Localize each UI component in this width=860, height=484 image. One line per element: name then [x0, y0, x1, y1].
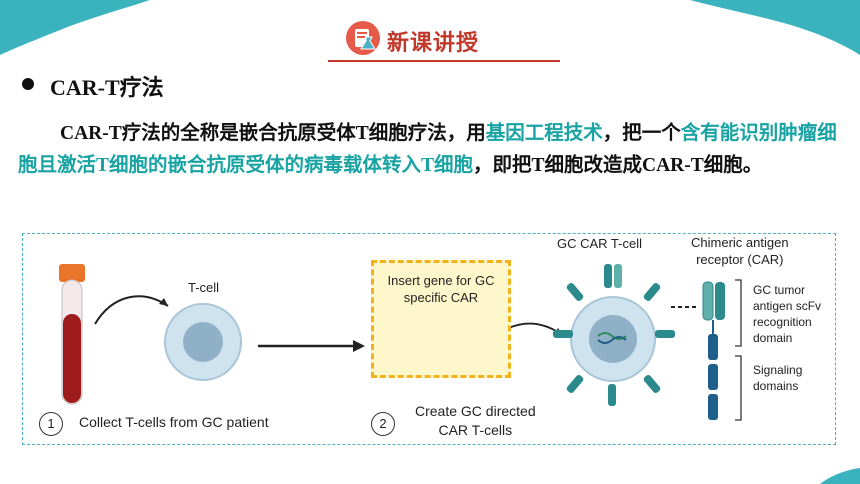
para-highlight-genetic-engineering: 基因工程技术	[485, 123, 603, 144]
signaling-label: Signaling domains	[753, 362, 802, 394]
insert-gene-box	[371, 260, 511, 378]
bottom-right-wave-decoration	[820, 468, 860, 484]
blood-tube-icon	[59, 264, 85, 405]
section-heading: CAR-T疗法	[50, 75, 164, 100]
step-2-text-line2: CAR T-cells	[438, 422, 513, 438]
car-label-line1: Chimeric antigen	[691, 235, 789, 250]
scfv-label-line4: domain	[753, 331, 793, 345]
car-receptor-icon	[702, 281, 725, 420]
para-highlight-viral-vector: 含有能识别肿瘤细胞且激活T细胞的嵌合抗原受体的病毒载体转入T细胞	[18, 123, 837, 176]
header-underline	[328, 60, 560, 62]
para-text-3: ，即把T细胞改造成CAR-T细胞。	[473, 155, 763, 176]
scfv-label: GC tumor antigen scFv recognition domain	[753, 282, 821, 346]
top-left-wave-decoration	[0, 0, 150, 55]
scfv-label-line3: recognition	[753, 315, 812, 329]
t-cell-label: T-cell	[188, 280, 220, 295]
t-cell-icon	[164, 303, 242, 381]
gc-car-t-cell-icon	[553, 264, 675, 406]
insert-gene-label: Insert gene for GC specific CAR	[375, 272, 507, 306]
signaling-label-line1: Signaling	[753, 363, 803, 377]
step-1-number: 1	[39, 412, 63, 436]
para-text-2: ，把一个	[602, 123, 681, 144]
bullet-dot	[22, 78, 34, 90]
step-2-number: 2	[371, 412, 395, 436]
step-1-text: Collect T-cells from GC patient	[79, 414, 269, 430]
top-right-wave-decoration	[690, 0, 860, 55]
description-paragraph: CAR-T疗法的全称是嵌合抗原受体T细胞疗法，用基因工程技术，把一个含有能识别肿…	[18, 118, 838, 182]
para-text-1: CAR-T疗法的全称是嵌合抗原受体T细胞疗法，用	[60, 123, 486, 144]
car-t-process-figure: T-cell Insert gene for GC specific CAR G…	[22, 233, 836, 445]
header-badge: 新课讲授	[345, 20, 479, 61]
figure-artwork	[59, 264, 742, 421]
flask-book-icon	[345, 20, 381, 61]
step-2-text: Create GC directed CAR T-cells	[415, 402, 536, 440]
insert-gene-label-line2: specific CAR	[403, 290, 479, 305]
signaling-label-line2: domains	[753, 379, 799, 393]
insert-gene-label-line1: Insert gene for GC	[387, 273, 495, 288]
scfv-label-line1: GC tumor	[753, 283, 806, 297]
scfv-label-line2: antigen scFv	[753, 299, 822, 313]
car-label-line2: receptor (CAR)	[696, 252, 784, 267]
car-label: Chimeric antigen receptor (CAR)	[691, 234, 789, 268]
gc-car-t-cell-label: GC CAR T-cell	[557, 236, 642, 251]
header-title: 新课讲授	[387, 30, 480, 56]
step-2-text-line1: Create GC directed	[415, 403, 536, 419]
